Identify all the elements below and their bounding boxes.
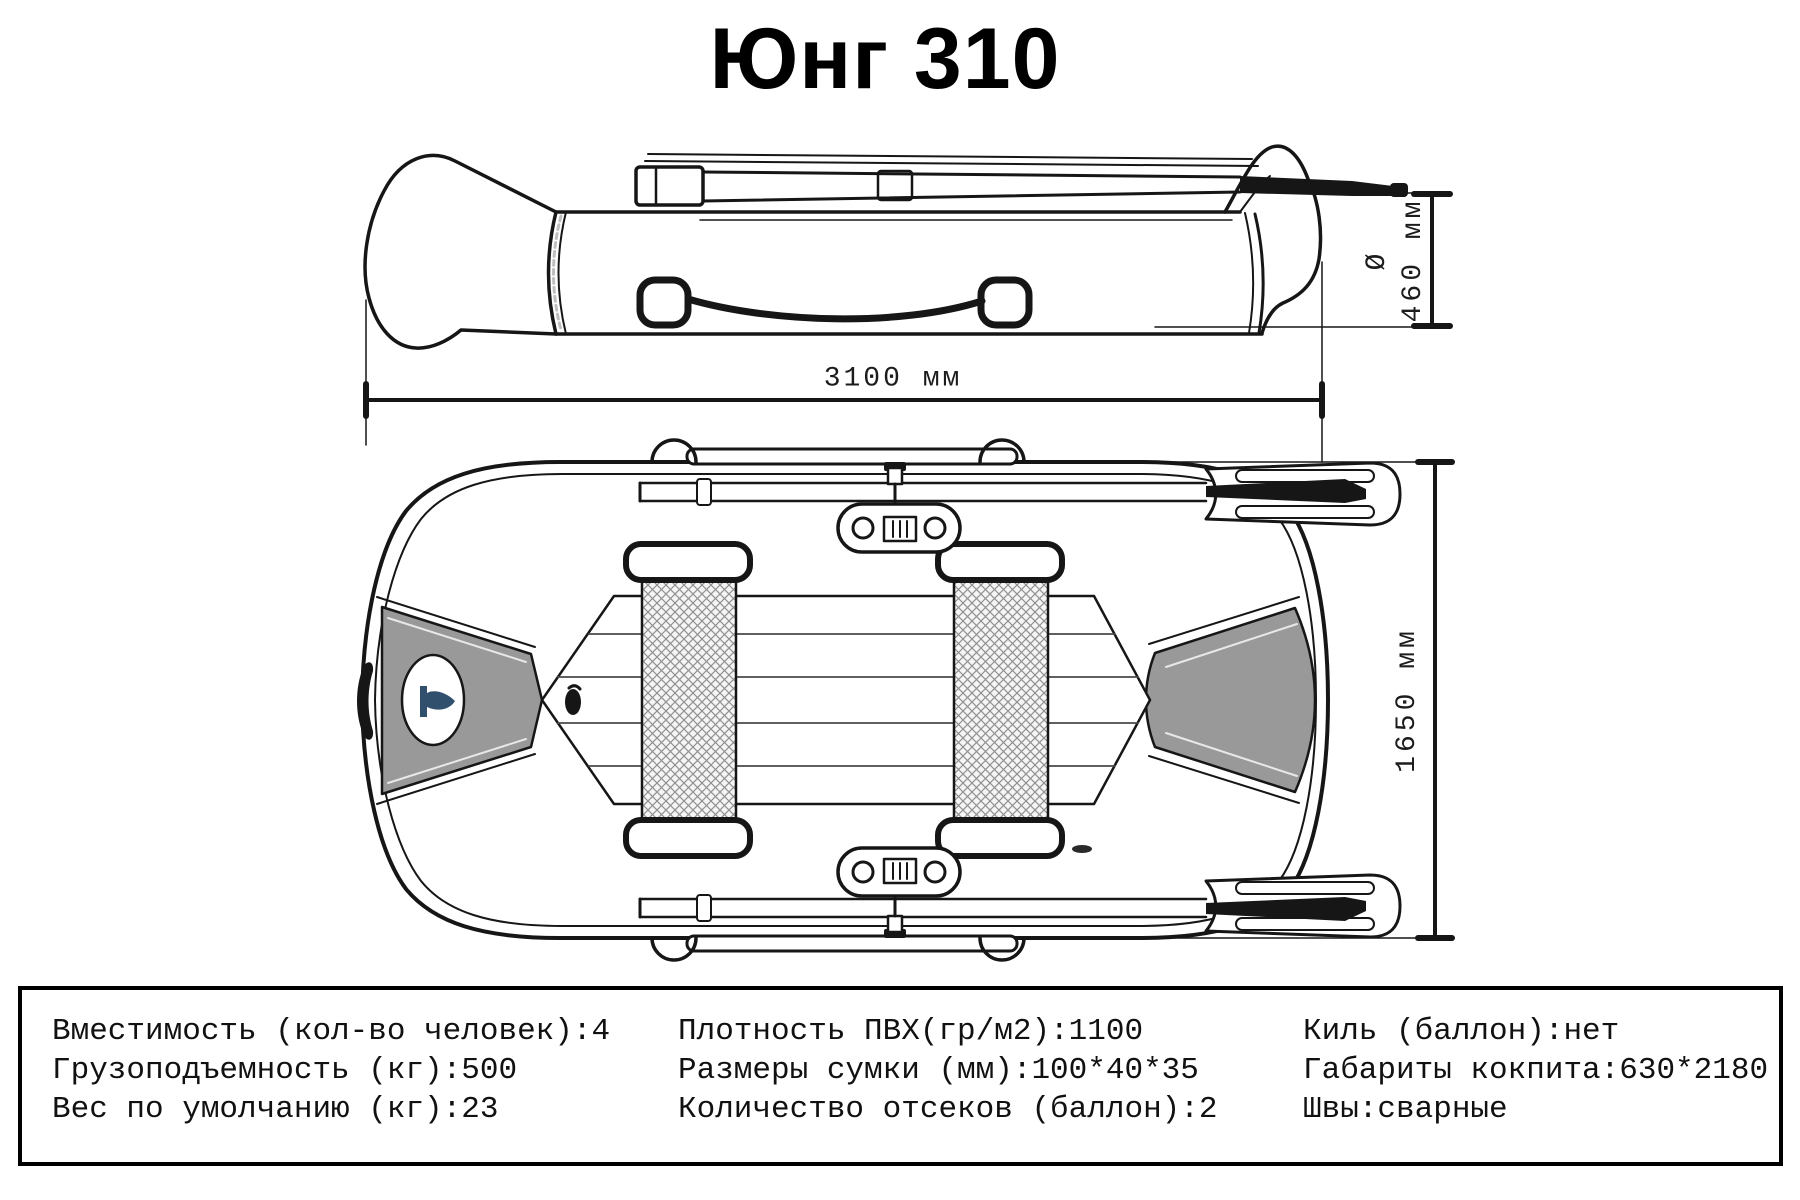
spec-row-seams: Швы:сварные: [1303, 1092, 1508, 1127]
carry-handle: [978, 438, 1026, 464]
spec-row-weight: Вес по умолчанию (кг):23: [52, 1092, 499, 1127]
seat-end-cap: [935, 817, 1065, 859]
seat-end-cap: [623, 817, 753, 859]
side-view: [363, 144, 1408, 350]
spec-column-2: Плотность ПВХ(гр/м2):1100 Размеры сумки …: [678, 990, 1218, 1162]
oar-grip: [634, 165, 705, 207]
cockpit-floor: [540, 594, 1152, 806]
spec-row-cockpit-size: Габариты кокпита:630*2180: [1303, 1053, 1769, 1088]
diameter-symbol: Ø: [1362, 249, 1393, 271]
carry-handle: [650, 438, 698, 464]
rub-strake-strip: [685, 447, 1019, 466]
seat-thwart-1: [623, 541, 753, 859]
seat-end-cap: [623, 541, 753, 583]
bow-seam: [546, 210, 558, 336]
spec-row-payload: Грузоподъемность (кг):500: [52, 1053, 518, 1088]
stowed-oar-line: [647, 153, 1253, 160]
rope: [684, 295, 986, 323]
oar-collar: [696, 478, 712, 506]
stern-seam: [1244, 212, 1255, 334]
rope-handle: [636, 276, 1033, 329]
top-view: [357, 438, 1402, 962]
spec-row-keel: Киль (баллон):нет: [1303, 1014, 1620, 1049]
spec-row-pvc-density: Плотность ПВХ(гр/м2):1100: [678, 1014, 1144, 1049]
dimension-lines: [363, 191, 1455, 941]
spec-column-3: Киль (баллон):нет Габариты кокпита:630*2…: [1303, 990, 1768, 1162]
dim-label-width: 1650 мм: [1392, 627, 1423, 773]
brand-flag-icon: [420, 686, 455, 717]
dim-diameter-460: [1154, 191, 1453, 329]
bow-outline: [363, 153, 558, 350]
hull-inner-line: [374, 473, 1317, 927]
dim-label-diameter: Ø 460 мм: [1360, 198, 1432, 323]
grommet-left: [636, 276, 692, 329]
oar-top-view: [638, 438, 1402, 554]
dim-width-1650: [1137, 459, 1455, 941]
oar-side-view: [634, 165, 1408, 207]
spec-row-bag-size: Размеры сумки (мм):100*40*35: [678, 1053, 1199, 1088]
seat-thwart-2: [935, 541, 1065, 859]
oar-collar: [876, 169, 914, 202]
dim-length-3100: [363, 261, 1325, 463]
diameter-value: 460 мм: [1398, 197, 1429, 323]
seat-end-cap: [935, 541, 1065, 583]
page-title: Юнг 310: [709, 11, 1061, 107]
oar-shaft-dark: [1240, 176, 1401, 196]
stern-outline: [1223, 144, 1323, 335]
dim-label-length: 3100 мм: [823, 363, 963, 395]
grommet-right: [977, 276, 1033, 329]
bow-nose-cap: [357, 662, 374, 740]
spec-table: Вместимость (кол-во человек):4 Грузоподъ…: [18, 986, 1783, 1166]
air-valve-icon: [565, 684, 582, 715]
spec-column-1: Вместимость (кол-во человек):4 Грузоподъ…: [52, 990, 610, 1162]
drain-mark: [1072, 845, 1092, 853]
spec-row-chambers: Количество отсеков (баллон):2: [678, 1092, 1218, 1127]
spec-row-capacity: Вместимость (кол-во человек):4: [52, 1014, 611, 1049]
oarlock-pin: [886, 466, 904, 486]
